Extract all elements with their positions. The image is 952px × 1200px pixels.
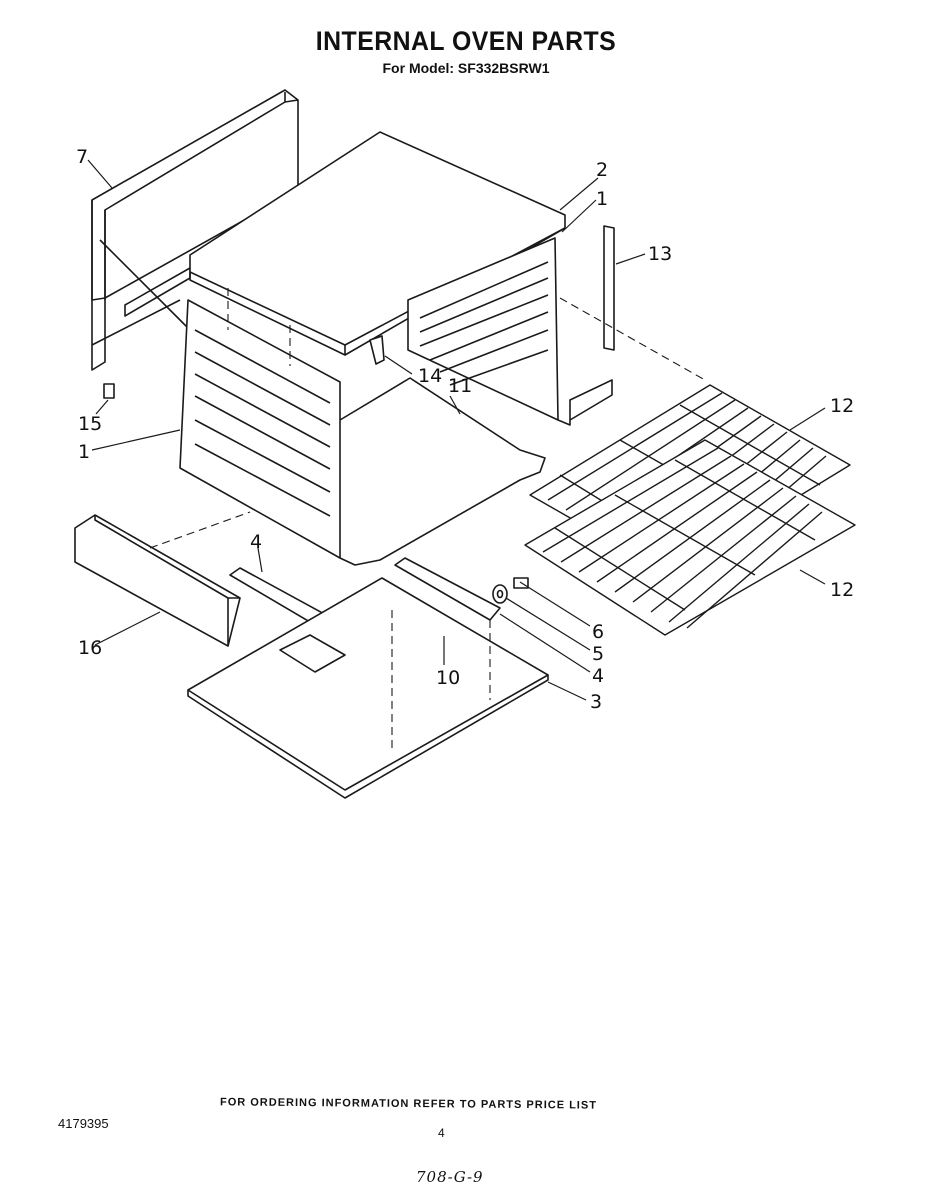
callout-11: 11 — [448, 375, 472, 397]
callout-7: 7 — [76, 146, 88, 168]
callout-1-lower: 1 — [78, 441, 90, 463]
document-number: 4179395 — [58, 1116, 109, 1131]
washer-part — [492, 584, 508, 604]
callout-2: 2 — [596, 159, 608, 181]
callout-15: 15 — [78, 413, 102, 435]
callout-5: 5 — [592, 643, 604, 665]
callout-12-upper: 12 — [830, 395, 854, 417]
leader-lines — [87, 159, 826, 701]
right-rail-part — [394, 557, 501, 621]
callout-1-upper: 1 — [596, 188, 608, 210]
callout-14: 14 — [418, 365, 442, 387]
model-subtitle: For Model: SF332BSRW1 — [382, 60, 550, 76]
lower-oven-rack-part — [524, 439, 856, 636]
base-pan-part — [187, 577, 549, 799]
screw-part — [103, 383, 115, 399]
callout-12-lower: 12 — [830, 579, 854, 601]
vent-shield-part — [74, 514, 241, 647]
clip-part — [369, 335, 385, 365]
callout-13: 13 — [648, 243, 672, 265]
page-title: INTERNAL OVEN PARTS — [315, 26, 617, 56]
oven-bottom-part — [339, 377, 546, 566]
callout-numbers: 7 2 1 13 14 11 15 1 12 12 16 4 6 5 4 10 … — [76, 146, 854, 713]
callout-6: 6 — [592, 621, 604, 643]
callout-3: 3 — [590, 691, 602, 713]
handwritten-code: 708-G-9 — [416, 1168, 484, 1186]
page-number: 4 — [438, 1126, 445, 1140]
callout-10: 10 — [436, 667, 460, 689]
callout-4-right: 4 — [592, 665, 604, 687]
rack-support-strip-part — [603, 225, 615, 351]
callout-16: 16 — [78, 637, 102, 659]
left-side-wall-part — [179, 299, 341, 559]
callout-4-left: 4 — [250, 531, 262, 553]
alignment-lines — [149, 288, 706, 752]
right-side-wall-part — [407, 237, 613, 426]
